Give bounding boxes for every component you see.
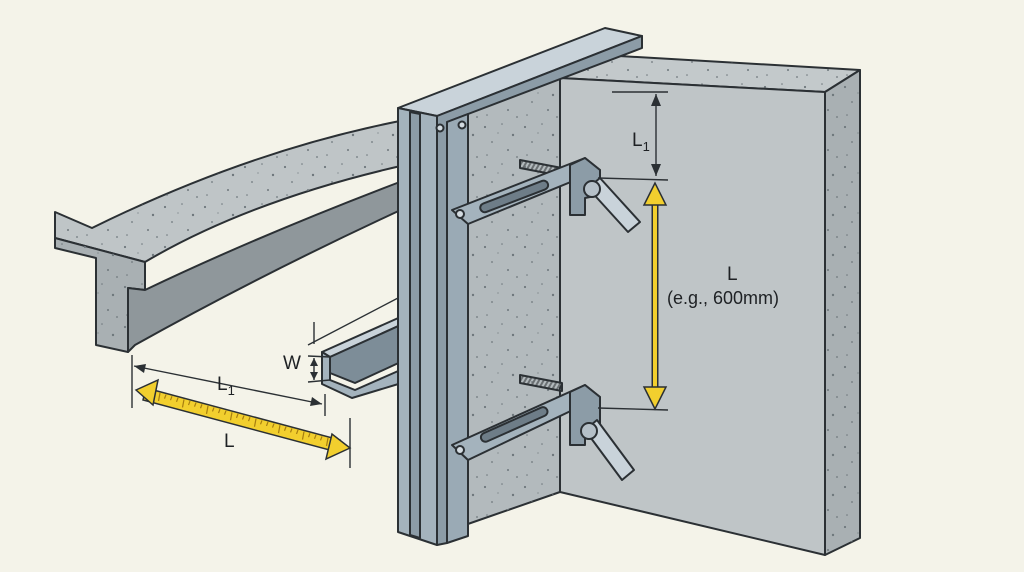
upper-bracket — [451, 157, 641, 233]
channel-width-dimension: W — [283, 297, 399, 383]
stud-web — [446, 113, 469, 544]
u-channel-inner — [329, 322, 406, 384]
floor-slab-top-speckle — [55, 120, 405, 262]
wall-face — [559, 77, 826, 556]
floor-l1-label: L1 — [217, 374, 235, 398]
stud-screw-top-1 — [435, 123, 445, 133]
lower-bracket-screw — [455, 445, 465, 455]
w-label: W — [283, 353, 301, 374]
w-arrowhead-top — [310, 358, 318, 366]
tape-tick — [301, 431, 305, 440]
tape-tick — [181, 399, 185, 408]
upper-bracket-screw — [455, 209, 465, 219]
wall-l-label: L — [727, 264, 738, 285]
floor-l1-arrowhead-right — [310, 397, 322, 406]
wall-side-speckle — [825, 70, 860, 555]
tape-tick — [319, 436, 323, 441]
tape-tick — [265, 421, 269, 427]
tape-tick — [247, 416, 251, 422]
wall-l-example-label: (e.g., 600mm) — [667, 288, 779, 308]
w-ext-bottom — [307, 379, 331, 383]
w-ext-top — [307, 297, 399, 346]
wall-l1-ext-bottom — [597, 177, 669, 181]
wall-dimensions: L1 L (e.g., 600mm) — [597, 91, 779, 411]
wall-l1-label: L1 — [632, 130, 650, 154]
tape-tick — [271, 423, 275, 428]
tape-tick — [217, 408, 221, 414]
wall-l1-arrowhead-top — [651, 94, 661, 106]
upper-anchor-nut — [583, 180, 601, 198]
wall-l-arrowhead-bottom — [642, 386, 668, 411]
floor-slab — [54, 119, 406, 353]
floor-l-arrowhead-right — [324, 432, 352, 461]
floor-l-tape-ticks — [157, 392, 329, 447]
floor-dimensions: L1 L — [131, 355, 352, 468]
tape-tick — [223, 410, 227, 415]
stud-screw-top-2 — [457, 120, 467, 130]
wall-return-speckle — [465, 78, 560, 525]
tape-tick — [253, 418, 257, 427]
tape-tick — [169, 396, 173, 401]
tape-tick — [325, 437, 329, 447]
tape-tick — [211, 407, 215, 412]
concrete-wall — [464, 51, 861, 556]
tape-tick — [163, 394, 167, 399]
lower-anchor-thread — [519, 374, 563, 392]
wall-l1-arrowhead-bottom — [651, 164, 661, 176]
wall-l-arrowhead-top — [642, 181, 668, 206]
tape-tick — [229, 412, 233, 421]
stud-return — [409, 111, 421, 539]
tape-tick — [205, 405, 209, 414]
tape-tick — [295, 429, 299, 435]
tape-tick — [313, 434, 317, 439]
tape-tick — [157, 392, 161, 402]
w-ext-mid — [307, 355, 331, 358]
tape-tick — [175, 397, 179, 403]
upper-bracket-slot — [479, 179, 550, 214]
tape-tick — [187, 400, 191, 406]
tape-tick — [289, 428, 293, 433]
wall-l-ext-bottom — [597, 407, 669, 411]
u-channel — [321, 314, 406, 399]
tape-tick — [283, 426, 287, 431]
floor-l-measuring-tape — [142, 387, 341, 453]
tape-tick — [235, 413, 239, 419]
tape-tick — [193, 402, 197, 407]
floor-l1-dimension — [133, 365, 323, 405]
tape-tick — [259, 420, 263, 425]
floor-slab-front-speckle — [55, 238, 145, 352]
tape-tick — [307, 432, 311, 438]
lower-bracket-slot — [479, 406, 549, 443]
floor-l1-arrowhead-left — [134, 364, 146, 373]
lower-anchor-nut — [580, 422, 598, 440]
steel-stud — [397, 27, 643, 546]
floor-l-arrowhead-left — [134, 378, 160, 407]
floor-l-label: L — [224, 431, 235, 452]
tape-tick — [199, 404, 203, 409]
tape-tick — [277, 425, 281, 434]
lower-bracket — [451, 374, 635, 481]
tape-tick — [241, 415, 245, 420]
w-arrowhead-bottom — [310, 372, 318, 380]
